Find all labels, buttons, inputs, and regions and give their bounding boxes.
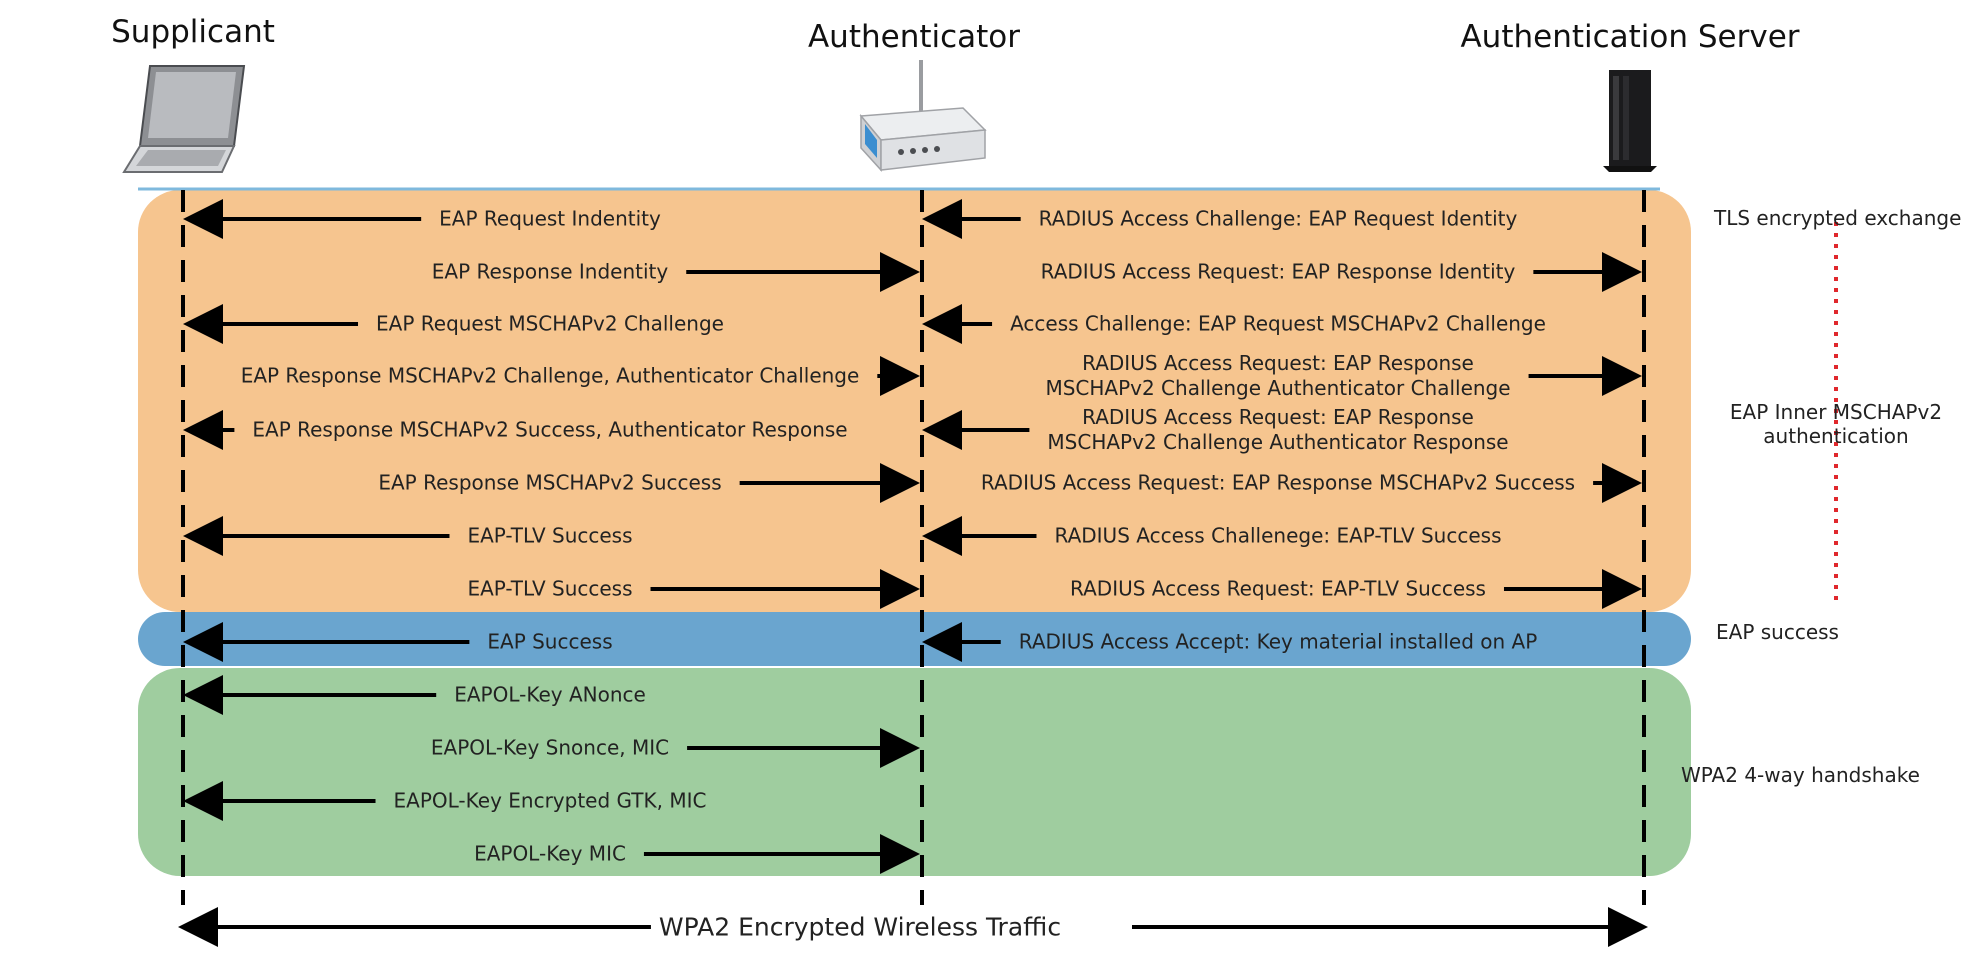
wireless-router-icon <box>859 60 987 172</box>
wpa2-traffic-label: WPA2 Encrypted Wireless Traffic <box>650 912 1070 942</box>
phase-label-eap-success: EAP success <box>1716 620 1839 644</box>
authenticator-server-message-label: RADIUS Access Request: EAP Response MSCH… <box>1047 405 1509 454</box>
authenticator-server-message-label: RADIUS Access Request: EAP Response Iden… <box>1040 259 1516 284</box>
phase-label-inner-auth-text: EAP Inner MSCHAPv2 authentication <box>1729 400 1943 448</box>
phase-label-handshake: WPA2 4-way handshake <box>1681 763 1920 787</box>
authenticator-server-message-label: RADIUS Access Request: EAP Response MSCH… <box>1045 351 1511 400</box>
authenticator-server-message-label: Access Challenge: EAP Request MSCHAPv2 C… <box>1010 311 1546 336</box>
supplicant-authenticator-message-label: EAPOL-Key MIC <box>474 841 626 866</box>
authentication-server-title: Authentication Server <box>1460 19 1800 55</box>
supplicant-authenticator-message-label: EAP Success <box>487 629 613 654</box>
supplicant-authenticator-message-label: EAP Request Indentity <box>439 206 661 231</box>
supplicant-authenticator-message-label: EAP Response MSCHAPv2 Success, Authentic… <box>252 417 848 442</box>
supplicant-authenticator-message-label: EAPOL-Key Encrypted GTK, MIC <box>393 788 707 813</box>
authenticator-server-message-label: RADIUS Access Request: EAP Response MSCH… <box>980 470 1576 495</box>
authenticator-server-message-label: RADIUS Access Challenege: EAP-TLV Succes… <box>1054 523 1502 548</box>
server-tower-icon <box>1603 70 1657 172</box>
supplicant-authenticator-message-label: EAP-TLV Success <box>467 576 633 601</box>
supplicant-authenticator-message-label: EAP Response Indentity <box>431 259 669 284</box>
supplicant-authenticator-message-label: EAPOL-Key ANonce <box>454 682 646 707</box>
laptop-icon <box>122 65 246 173</box>
authenticator-server-message-label: RADIUS Access Challenge: EAP Request Ide… <box>1038 206 1518 231</box>
eap-success-band <box>138 612 1691 666</box>
authenticator-server-message-label: RADIUS Access Accept: Key material insta… <box>1018 629 1538 654</box>
supplicant-authenticator-message-label: EAP Response MSCHAPv2 Challenge, Authent… <box>240 363 860 388</box>
authenticator-server-message-label: RADIUS Access Request: EAP-TLV Success <box>1070 576 1486 601</box>
supplicant-authenticator-message-label: EAP Request MSCHAPv2 Challenge <box>376 311 724 336</box>
authenticator-title: Authenticator <box>807 19 1021 55</box>
phase-label-inner-auth: EAP Inner MSCHAPv2 authentication <box>1716 400 1956 448</box>
supplicant-authenticator-message-label: EAP Response MSCHAPv2 Success <box>378 470 722 495</box>
supplicant-title: Supplicant <box>111 14 275 50</box>
phase-label-tls: TLS encrypted exchange <box>1714 206 1961 230</box>
supplicant-authenticator-message-label: EAP-TLV Success <box>467 523 633 548</box>
supplicant-authenticator-message-label: EAPOL-Key Snonce, MIC <box>430 735 670 760</box>
